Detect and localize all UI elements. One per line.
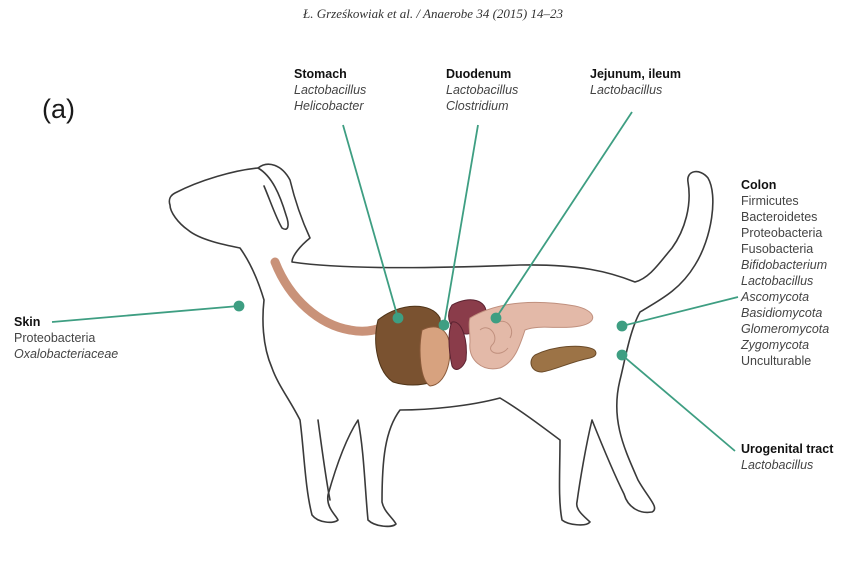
colon-title: Colon <box>741 177 829 193</box>
colon-item: Fusobacteria <box>741 241 829 257</box>
stomach-leader <box>343 125 398 318</box>
colon-item: Unculturable <box>741 353 829 369</box>
colon-organ <box>531 346 596 372</box>
colon-item: Glomeromycota <box>741 321 829 337</box>
digestive-organs <box>275 262 596 386</box>
stomach-item: Helicobacter <box>294 98 366 114</box>
esophagus <box>275 262 388 331</box>
urogenital-title: Urogenital tract <box>741 441 833 457</box>
colon-item: Bacteroidetes <box>741 209 829 225</box>
colon-item: Firmicutes <box>741 193 829 209</box>
jejunum-title: Jejunum, ileum <box>590 66 681 82</box>
stomach-dot <box>394 314 403 323</box>
duodenum-dot <box>440 321 449 330</box>
jejunum-leader <box>496 112 632 318</box>
colon-item: Basidiomycota <box>741 305 829 321</box>
duodenum-item: Lactobacillus <box>446 82 518 98</box>
duodenum-title: Duodenum <box>446 66 518 82</box>
skin-dot <box>235 302 244 311</box>
urogenital-dot <box>618 351 627 360</box>
urogenital-leader <box>622 355 735 451</box>
stomach-title: Stomach <box>294 66 366 82</box>
colon-item: Zygomycota <box>741 337 829 353</box>
duodenum-leader <box>444 125 478 325</box>
urogenital-item: Lactobacillus <box>741 457 833 473</box>
skin-item: Proteobacteria <box>14 330 118 346</box>
stomach-item: Lactobacillus <box>294 82 366 98</box>
jejunum-dot <box>492 314 501 323</box>
colon-item: Bifidobacterium <box>741 257 829 273</box>
jejunum-item: Lactobacillus <box>590 82 681 98</box>
skin-title: Skin <box>14 314 118 330</box>
dog-far-foreleg-outline <box>318 420 330 500</box>
colon-item: Ascomycota <box>741 289 829 305</box>
dog-ear-outline <box>258 168 288 229</box>
colon-item: Proteobacteria <box>741 225 829 241</box>
colon-dot <box>618 322 627 331</box>
liver-lobe-light <box>420 327 450 386</box>
colon-item: Lactobacillus <box>741 273 829 289</box>
skin-item: Oxalobacteriaceae <box>14 346 118 362</box>
duodenum-item: Clostridium <box>446 98 518 114</box>
